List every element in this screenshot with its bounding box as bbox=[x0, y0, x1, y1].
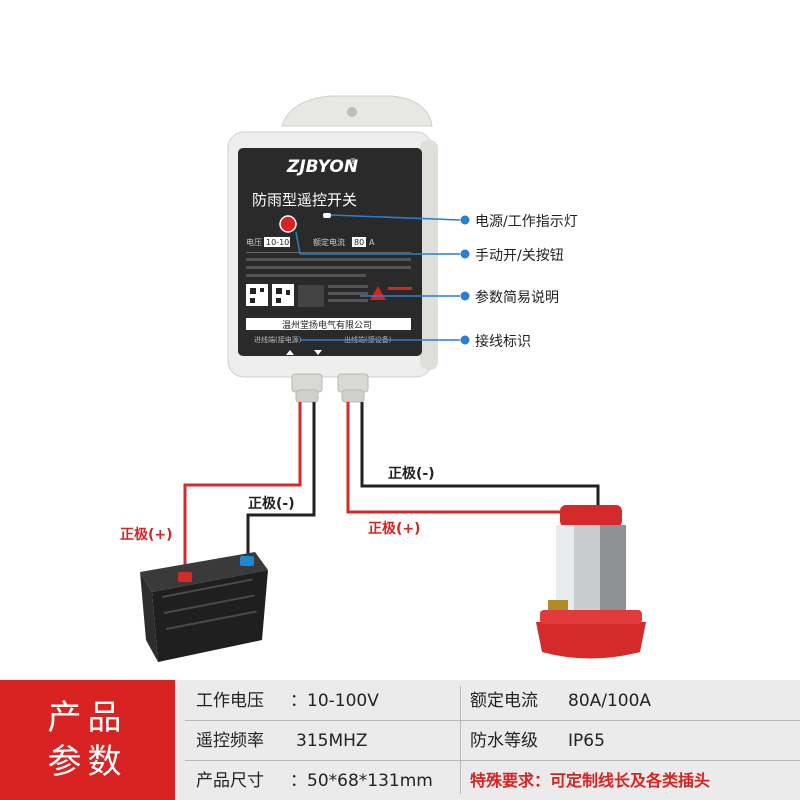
spec-label-size: 产品尺寸 bbox=[196, 771, 264, 791]
qr-code-icon bbox=[246, 284, 268, 306]
label-battery-negative: 正极(-) bbox=[248, 495, 295, 512]
brand-mark: ® bbox=[349, 157, 357, 166]
current-unit: A bbox=[369, 238, 375, 247]
wires bbox=[183, 402, 600, 575]
power-button-icon[interactable] bbox=[279, 215, 297, 233]
wire-pump-positive bbox=[346, 402, 574, 520]
arrow-down-icon bbox=[314, 350, 322, 355]
label-pump-negative: 正极(-) bbox=[388, 465, 435, 482]
port-left-label: 进线端(接电源) bbox=[254, 335, 302, 344]
current-label: 额定电流 bbox=[313, 237, 345, 247]
spec-label-voltage: 工作电压 bbox=[196, 691, 264, 711]
callout-manual-button: 手动开/关按钮 bbox=[475, 248, 564, 264]
wire-pump-negative bbox=[360, 402, 600, 512]
company-name: 温州堂扬电气有限公司 bbox=[282, 319, 372, 331]
spec-label-waterproof: 防水等级 bbox=[470, 731, 538, 751]
label-battery-positive: 正极(+) bbox=[120, 526, 173, 543]
callout-indicator-light: 电源/工作指示灯 bbox=[475, 214, 578, 230]
callouts: 电源/工作指示灯 手动开/关按钮 参数简易说明 接线标识 bbox=[295, 214, 578, 350]
callout-wiring-marks: 接线标识 bbox=[475, 333, 531, 350]
cable-gland-right bbox=[337, 373, 369, 393]
spec-title-line1: 产品 bbox=[47, 698, 128, 738]
spec-label-current: 额定电流 bbox=[470, 691, 538, 711]
wiring-diagram: ZJBYON ® 防雨型遥控开关 电压 10-100V 额定电流 80 A 温州… bbox=[120, 95, 646, 662]
spec-value-waterproof: IP65 bbox=[568, 731, 605, 751]
callout-dot bbox=[460, 249, 470, 259]
spec-label-frequency: 遥控频率 bbox=[196, 731, 264, 751]
callout-dot bbox=[460, 291, 470, 301]
remote-switch: ZJBYON ® 防雨型遥控开关 电压 10-100V 额定电流 80 A 温州… bbox=[227, 95, 438, 403]
water-pump bbox=[536, 505, 646, 659]
callout-parameters: 参数简易说明 bbox=[475, 289, 559, 306]
current-value: 80 bbox=[354, 238, 364, 247]
arrow-up-icon bbox=[286, 350, 294, 355]
spec-title-line2: 参数 bbox=[47, 742, 128, 782]
battery-negative-terminal bbox=[240, 556, 254, 566]
spec-table: 产品 参数 工作电压 ：10-100V 额定电流 80A/100A 遥控频率 3… bbox=[0, 680, 800, 800]
spec-value-voltage: ：10-100V bbox=[290, 691, 379, 711]
qr-code-icon bbox=[272, 284, 294, 306]
label-pump-positive: 正极(+) bbox=[368, 520, 421, 537]
pump-outlet bbox=[548, 600, 568, 612]
wire-battery-positive bbox=[183, 402, 302, 575]
spec-value-frequency: 315MHZ bbox=[296, 731, 368, 751]
spec-title: 产品 参数 bbox=[0, 680, 175, 800]
callout-dot bbox=[460, 335, 470, 345]
spec-special-request: 特殊要求：可定制线长及各类插头 bbox=[470, 771, 711, 790]
voltage-value: 10-100V bbox=[266, 238, 300, 247]
wire-battery-negative bbox=[246, 402, 316, 560]
battery-positive-terminal bbox=[178, 572, 192, 582]
spec-value-size: ：50*68*131mm bbox=[290, 771, 433, 791]
battery bbox=[140, 552, 268, 662]
brand-name: ZJBYON bbox=[286, 157, 358, 177]
indicator-light bbox=[323, 213, 331, 218]
voltage-label: 电压 bbox=[246, 237, 262, 247]
cable-gland-left bbox=[291, 373, 323, 393]
device-title: 防雨型遥控开关 bbox=[252, 191, 357, 209]
spec-value-current: 80A/100A bbox=[568, 691, 652, 711]
callout-dot bbox=[460, 215, 470, 225]
